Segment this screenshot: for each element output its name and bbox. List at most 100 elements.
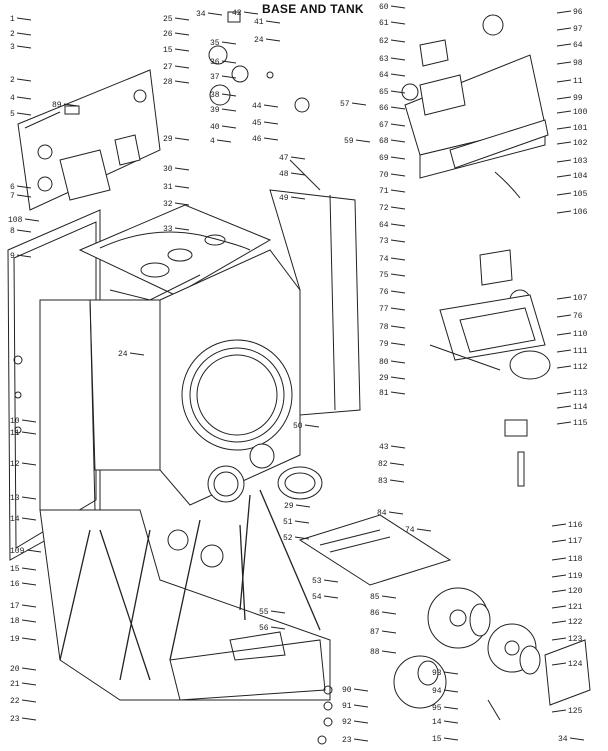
callout-number: 84 — [377, 509, 387, 518]
callout-number: 113 — [573, 389, 588, 398]
leader-line — [16, 45, 32, 49]
callout-number: 8 — [10, 227, 15, 236]
callout-number: 52 — [283, 534, 293, 543]
callout-number: 81 — [379, 389, 389, 398]
leader-line — [556, 421, 572, 425]
leader-line — [21, 667, 37, 671]
callout-number: 7 — [10, 192, 15, 201]
leader-line — [390, 342, 406, 346]
callout-number: 43 — [379, 443, 389, 452]
leader-line — [16, 254, 32, 258]
callout-number: 17 — [10, 602, 20, 611]
leader-line — [551, 620, 567, 624]
callout-number: 30 — [163, 165, 173, 174]
callout-number: 124 — [568, 660, 583, 669]
callout-number: 24 — [254, 36, 264, 45]
leader-line — [21, 619, 37, 623]
callout-number: 54 — [312, 593, 322, 602]
callout-number: 64 — [379, 221, 389, 230]
leader-line — [21, 462, 37, 466]
leader-line — [390, 206, 406, 210]
leader-line — [556, 126, 572, 130]
leader-line — [270, 610, 286, 614]
leader-line — [21, 496, 37, 500]
leader-line — [443, 720, 459, 724]
callout-number: 4 — [210, 137, 215, 146]
control-assembly — [401, 14, 549, 199]
callout-number: 3 — [10, 43, 15, 52]
leader-line — [556, 296, 572, 300]
callout-number: 36 — [210, 58, 220, 67]
callout-number: 68 — [379, 137, 389, 146]
callout-number: 50 — [293, 422, 303, 431]
leader-line — [21, 682, 37, 686]
shield-plate — [298, 514, 452, 586]
callout-number: 47 — [279, 154, 289, 163]
leader-line — [390, 106, 406, 110]
callout-number: 4 — [10, 94, 15, 103]
leader-line — [221, 125, 237, 129]
leader-line — [390, 139, 406, 143]
callout-number: 67 — [379, 121, 389, 130]
callout-number: 65 — [379, 88, 389, 97]
callout-number: 74 — [379, 255, 389, 264]
leader-line — [390, 257, 406, 261]
leader-line — [390, 5, 406, 9]
callout-number: 15 — [432, 735, 442, 744]
callout-number: 92 — [342, 718, 352, 727]
leader-line — [443, 671, 459, 675]
callout-number: 32 — [163, 200, 173, 209]
leader-line — [389, 462, 405, 466]
side-panel — [7, 209, 101, 561]
leader-line — [243, 11, 259, 15]
leader-line — [24, 218, 40, 222]
leader-line — [263, 137, 279, 141]
callout-number: 26 — [163, 30, 173, 39]
leader-line — [26, 549, 42, 553]
leader-line — [174, 185, 190, 189]
leader-line — [390, 391, 406, 395]
callout-number: 29 — [163, 135, 173, 144]
callout-number: 73 — [379, 237, 389, 246]
leader-line — [443, 689, 459, 693]
leader-line — [390, 223, 406, 227]
callout-number: 64 — [379, 71, 389, 80]
callout-number: 119 — [568, 572, 583, 581]
leader-line — [390, 173, 406, 177]
leader-line — [390, 21, 406, 25]
leader-line — [381, 595, 397, 599]
base-frame — [39, 489, 331, 701]
leader-line — [556, 43, 572, 47]
leader-line — [216, 139, 232, 143]
leader-line — [265, 38, 281, 42]
leader-line — [390, 57, 406, 61]
callout-number: 34 — [196, 10, 206, 19]
leader-line — [556, 110, 572, 114]
leader-line — [174, 32, 190, 36]
callout-number: 40 — [210, 123, 220, 132]
callout-number: 115 — [573, 419, 588, 428]
leader-line — [21, 431, 37, 435]
leader-line — [443, 706, 459, 710]
leader-line — [556, 365, 572, 369]
callout-number: 29 — [379, 374, 389, 383]
cabinet-tank — [39, 189, 361, 568]
callout-number: 28 — [163, 78, 173, 87]
leader-line — [221, 75, 237, 79]
leader-line — [390, 273, 406, 277]
leader-line — [551, 523, 567, 527]
callout-number: 60 — [379, 3, 389, 12]
callout-number: 14 — [10, 515, 20, 524]
callout-number: 39 — [210, 106, 220, 115]
basket-hub — [393, 587, 591, 709]
leader-line — [174, 65, 190, 69]
leader-line — [556, 192, 572, 196]
callout-number: 83 — [378, 477, 388, 486]
bottom-fasteners — [317, 685, 501, 745]
callout-number: 59 — [344, 137, 354, 146]
leader-line — [390, 445, 406, 449]
callout-number: 100 — [573, 108, 588, 117]
leader-line — [551, 539, 567, 543]
leader-line — [390, 239, 406, 243]
